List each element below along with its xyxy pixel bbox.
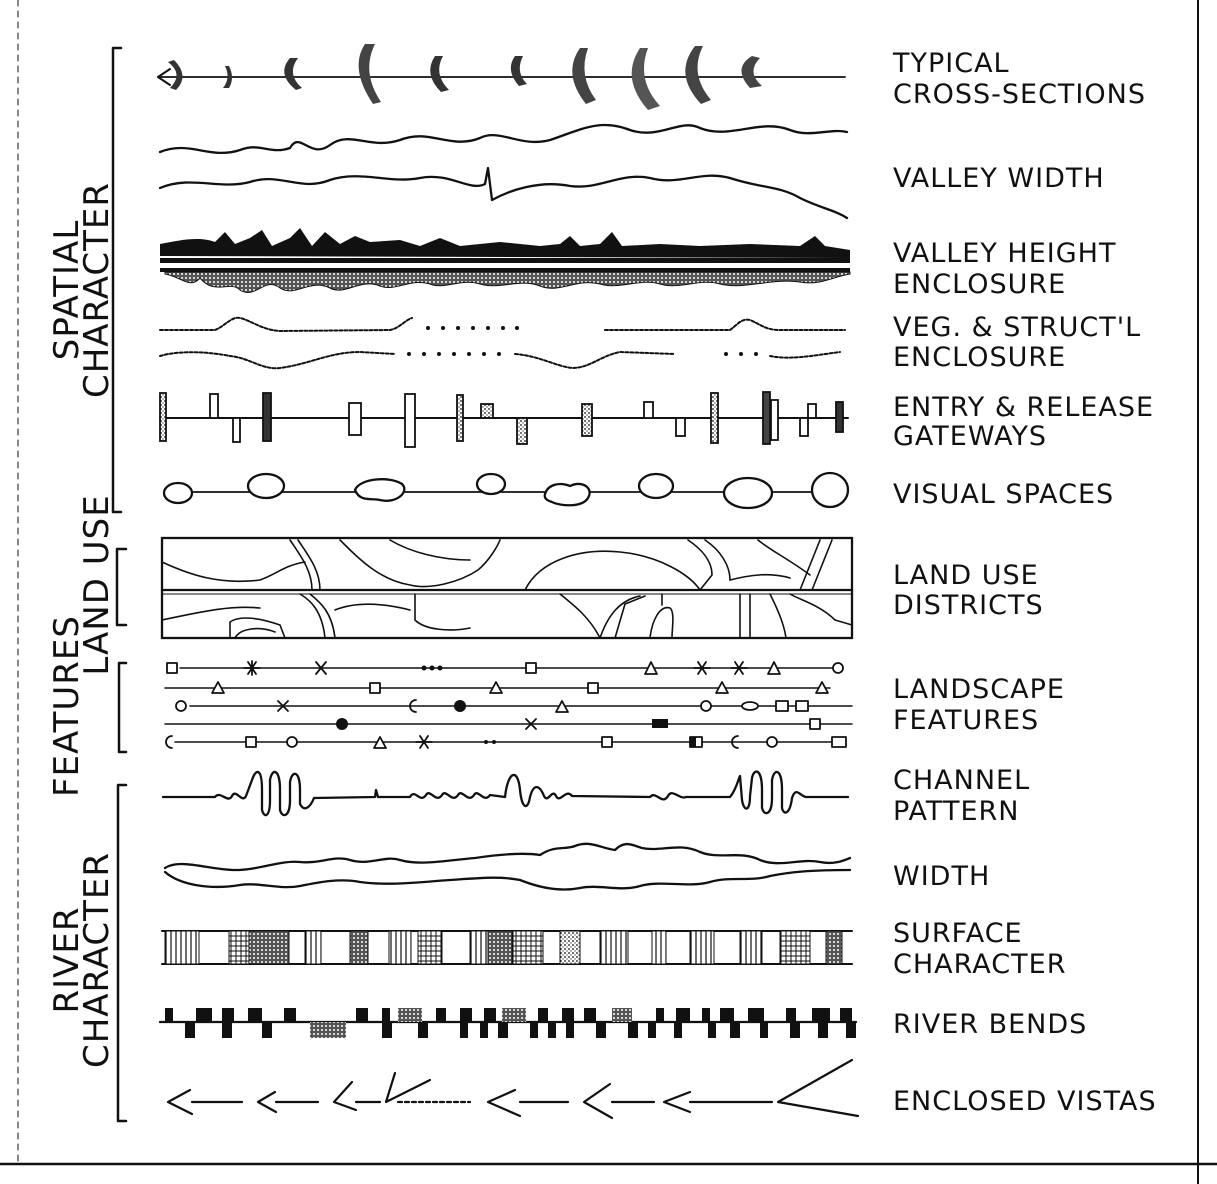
label-enclosed-vistas: ENCLOSED VISTAS (893, 1086, 1157, 1117)
bracket-spatial (111, 46, 123, 514)
label-landscape-features-line1: LANDSCAPE (893, 674, 1065, 705)
label-valley-height-line2: ENCLOSURE (893, 269, 1066, 300)
valley-height-graphic (160, 228, 851, 293)
row-labels: TYPICAL CROSS-SECTIONS VALLEY WIDTH VALL… (892, 48, 1157, 1117)
label-valley-height-line1: VALLEY HEIGHT (893, 238, 1116, 269)
width-graphic (163, 842, 852, 891)
label-cross-sections-line1: TYPICAL (892, 48, 1010, 79)
category-land-use: LAND USE (77, 494, 117, 675)
label-veg-struct-line1: VEG. & STRUCT'L (893, 312, 1141, 343)
category-brackets (111, 46, 128, 1123)
label-channel-pattern-line2: PATTERN (893, 796, 1019, 827)
bracket-river (116, 783, 128, 1123)
label-landscape-features-line2: FEATURES (893, 705, 1039, 736)
land-use-graphic (160, 536, 854, 640)
label-gateways-line1: ENTRY & RELEASE (893, 392, 1154, 423)
cross-sections-graphic (157, 44, 846, 110)
landscape-features-graphic (164, 660, 853, 749)
label-gateways-line2: GATEWAYS (893, 421, 1047, 452)
label-land-use-line2: DISTRICTS (893, 590, 1044, 621)
label-valley-width: VALLEY WIDTH (893, 163, 1105, 194)
label-width: WIDTH (893, 861, 990, 892)
category-features: FEATURES (47, 615, 87, 797)
label-land-use-line1: LAND USE (893, 560, 1039, 591)
surface-character-graphic (161, 930, 853, 965)
category-spatial-line2: CHARACTER (77, 182, 117, 398)
bracket-land-use (115, 547, 128, 627)
category-labels: SPATIAL CHARACTER LAND USE FEATURES RIVE… (47, 182, 117, 1068)
valley-width-graphic (158, 123, 849, 220)
enclosed-vistas-graphic (166, 1058, 860, 1120)
veg-struct-graphic (159, 316, 846, 370)
label-visual-spaces: VISUAL SPACES (893, 479, 1114, 510)
category-river-line2: CHARACTER (77, 852, 117, 1068)
category-spatial-line1: SPATIAL (47, 220, 87, 361)
bracket-features (117, 661, 128, 754)
visual-spaces-graphic (162, 471, 850, 510)
label-cross-sections-line2: CROSS-SECTIONS (893, 79, 1146, 110)
category-river-line1: RIVER (47, 906, 87, 1013)
gateways-graphic (159, 391, 849, 448)
river-bends-graphic (158, 1008, 858, 1038)
label-channel-pattern-line1: CHANNEL (893, 765, 1030, 796)
label-veg-struct-line2: ENCLOSURE (893, 342, 1066, 373)
label-river-bends: RIVER BENDS (893, 1009, 1087, 1040)
label-surface-character-line1: SURFACE (893, 918, 1023, 949)
channel-pattern-graphic (161, 770, 850, 817)
label-surface-character-line2: CHARACTER (893, 949, 1066, 980)
